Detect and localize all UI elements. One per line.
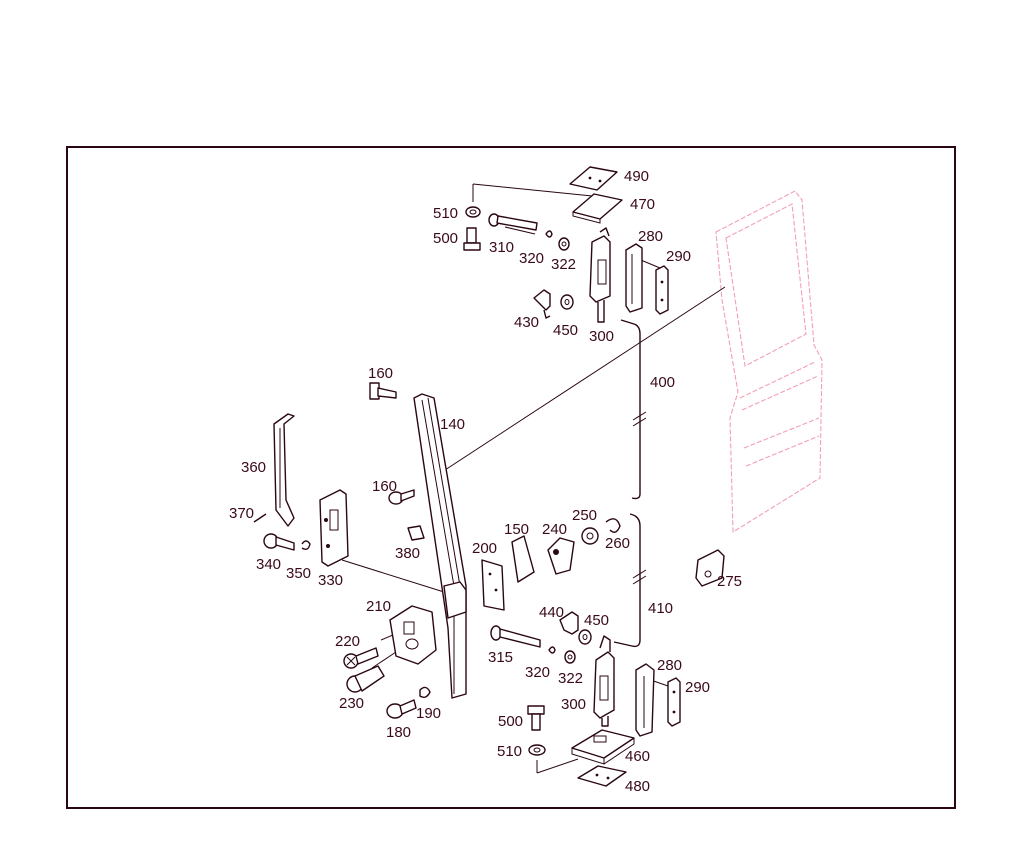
callout-230: 230 <box>339 695 364 712</box>
callout-220: 220 <box>335 633 360 650</box>
callout-450: 450 <box>584 612 609 629</box>
part-430-clip <box>533 289 551 319</box>
callout-380: 380 <box>395 545 420 562</box>
callout-340: 340 <box>256 556 281 573</box>
callout-280: 280 <box>657 657 682 674</box>
part-280-guide-lower <box>635 663 655 737</box>
part-360-handle <box>273 413 295 527</box>
part-320-lockwasher-lower <box>548 646 556 654</box>
callout-260: 260 <box>605 535 630 552</box>
part-300-latch-lower <box>593 635 615 727</box>
callout-322: 322 <box>558 670 583 687</box>
callout-430: 430 <box>514 314 539 331</box>
callout-400: 400 <box>650 374 675 391</box>
part-380-stud <box>407 525 425 541</box>
callout-350: 350 <box>286 565 311 582</box>
part-160-bolt-top <box>369 382 397 400</box>
part-470-plate <box>572 193 623 224</box>
callout-322: 322 <box>551 256 576 273</box>
callout-250: 250 <box>572 507 597 524</box>
part-230-bushing <box>346 665 385 693</box>
callout-290: 290 <box>685 679 710 696</box>
callout-490: 490 <box>624 168 649 185</box>
diagram-border <box>66 146 956 809</box>
part-310-bolt <box>488 213 538 231</box>
callout-310: 310 <box>489 239 514 256</box>
callout-280: 280 <box>638 228 663 245</box>
part-500-screw <box>463 227 481 251</box>
callout-290: 290 <box>666 248 691 265</box>
part-220-screw <box>343 647 379 669</box>
callout-320: 320 <box>519 250 544 267</box>
callout-410: 410 <box>648 600 673 617</box>
callout-320: 320 <box>525 664 550 681</box>
callout-180: 180 <box>386 724 411 741</box>
callout-480: 480 <box>625 778 650 795</box>
callout-460: 460 <box>625 748 650 765</box>
part-190-washer <box>419 686 431 699</box>
part-480-shim <box>577 765 627 787</box>
part-330-plate <box>319 489 349 567</box>
part-260-clip <box>605 518 621 533</box>
callout-330: 330 <box>318 572 343 589</box>
part-250-washer <box>581 527 599 545</box>
callout-370: 370 <box>229 505 254 522</box>
callout-500: 500 <box>498 713 523 730</box>
part-210-lock <box>389 605 437 665</box>
part-322-washer-lower <box>564 650 576 664</box>
part-460-bracket <box>571 729 635 765</box>
part-410-rod <box>613 513 647 648</box>
part-315-bolt <box>490 625 541 648</box>
part-200-plate <box>481 559 505 611</box>
part-400-rod <box>620 319 647 500</box>
callout-315: 315 <box>488 649 513 666</box>
part-300-latch-upper <box>589 227 611 323</box>
part-340-bolt <box>263 533 295 551</box>
callout-190: 190 <box>416 705 441 722</box>
callout-240: 240 <box>542 521 567 538</box>
callout-140: 140 <box>440 416 465 433</box>
door-outline-ghost <box>715 190 823 533</box>
part-490-shim <box>569 166 618 191</box>
callout-510: 510 <box>433 205 458 222</box>
callout-500: 500 <box>433 230 458 247</box>
part-290-strip-lower <box>667 677 681 727</box>
part-160-bolt-mid <box>388 489 415 505</box>
callout-275: 275 <box>717 573 742 590</box>
part-500-screw-lower <box>527 705 545 731</box>
part-450-washer-lower <box>578 629 592 645</box>
callout-200: 200 <box>472 540 497 557</box>
part-140-channel <box>413 393 467 699</box>
callout-470: 470 <box>630 196 655 213</box>
callout-300: 300 <box>589 328 614 345</box>
part-440-clip <box>559 611 579 635</box>
part-275-hinge <box>695 549 725 587</box>
callout-440: 440 <box>539 604 564 621</box>
part-510-washer <box>465 206 481 218</box>
part-240-lever <box>547 537 575 575</box>
callout-160: 160 <box>368 365 393 382</box>
callout-150: 150 <box>504 521 529 538</box>
callout-210: 210 <box>366 598 391 615</box>
part-322-washer <box>558 237 570 251</box>
part-280-guide-upper <box>625 243 643 313</box>
part-450-washer-upper <box>560 294 574 310</box>
callout-300: 300 <box>561 696 586 713</box>
part-290-strip-upper <box>655 265 669 315</box>
callout-510: 510 <box>497 743 522 760</box>
part-350-washer <box>301 540 311 551</box>
callout-450: 450 <box>553 322 578 339</box>
part-320-lockwasher <box>545 230 553 238</box>
part-180-bolt <box>386 699 417 719</box>
part-370-pin <box>253 513 267 523</box>
callout-360: 360 <box>241 459 266 476</box>
callout-160: 160 <box>372 478 397 495</box>
part-510-washer-lower <box>528 744 546 756</box>
part-150-bracket <box>511 535 535 583</box>
callout-labels: 490 470 510 500 310 320 322 280 290 430 … <box>229 168 742 795</box>
